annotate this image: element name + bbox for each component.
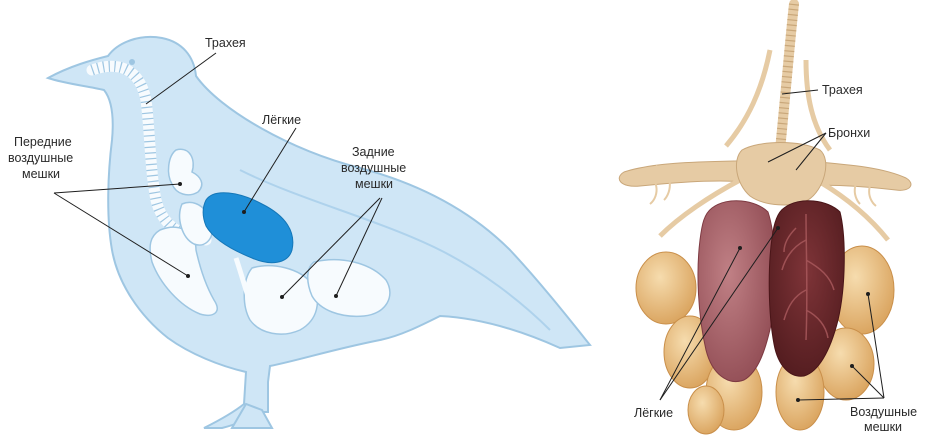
leader-lungs-1-dot — [738, 246, 742, 250]
leader-airsacs-3-dot — [796, 398, 800, 402]
label-anterior-line1: Передние — [14, 135, 72, 149]
label-airsacs-line1: Воздушные — [850, 405, 917, 419]
anatomy-diagram: Трахея Бронхи Лёгкие Воздушные мешки — [619, 4, 917, 434]
bird-diagram: Трахея Лёгкие Передние воздушные мешки З… — [8, 36, 590, 428]
leader-lungs-dot — [242, 210, 246, 214]
leader-lungs-2-dot — [776, 226, 780, 230]
label-airsacs-line2: мешки — [864, 420, 902, 434]
label-posterior-line3: мешки — [355, 177, 393, 191]
leader-anterior-2-dot — [186, 274, 190, 278]
leader-airsacs-1-dot — [866, 292, 870, 296]
anatomy-sac-left-1 — [636, 252, 696, 324]
bird-body — [48, 37, 590, 428]
anatomy-side-tube-left — [726, 50, 770, 146]
anatomy-bronchi — [736, 143, 825, 205]
label-trachea: Трахея — [205, 36, 246, 50]
bird-eye — [129, 59, 135, 65]
leader-anterior-1-dot — [178, 182, 182, 186]
label-trachea-2: Трахея — [822, 83, 863, 97]
leader-posterior-1-dot — [280, 295, 284, 299]
leader-airsacs-2-dot — [850, 364, 854, 368]
label-posterior-line2: воздушные — [341, 161, 406, 175]
label-bronchi: Бронхи — [828, 126, 870, 140]
anatomy-trachea — [780, 4, 794, 150]
label-posterior-line1: Задние — [352, 145, 395, 159]
label-anterior-line3: мешки — [22, 167, 60, 181]
anatomy-lung-left — [698, 201, 775, 382]
leader-posterior-2-dot — [334, 294, 338, 298]
label-lungs-2: Лёгкие — [634, 406, 673, 420]
label-lungs: Лёгкие — [262, 113, 301, 127]
anatomy-sac-left-4 — [688, 386, 724, 434]
label-anterior-line2: воздушные — [8, 151, 73, 165]
